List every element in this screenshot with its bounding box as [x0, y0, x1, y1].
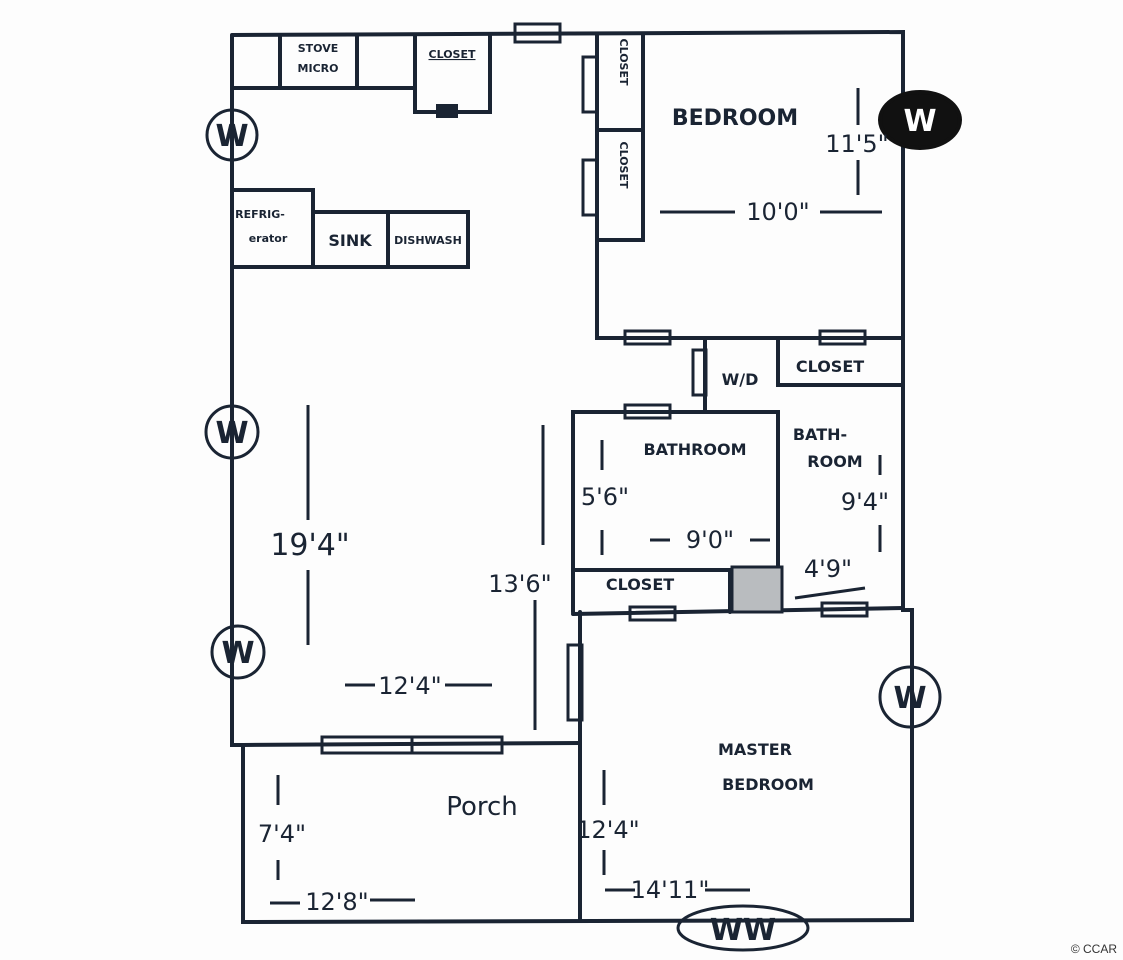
window-icon: W — [878, 665, 942, 729]
polyline-mark — [230, 29, 914, 925]
ellipse-mark — [878, 90, 962, 150]
polyline-mark — [595, 33, 905, 340]
rooms-wd-label: W/D — [722, 370, 759, 389]
rooms-master-2-label: BEDROOM — [722, 775, 814, 794]
top-window — [513, 22, 562, 44]
rooms-porch-label: Porch — [446, 792, 518, 822]
rooms-bedroom-closet-label: CLOSET — [617, 39, 630, 86]
dimensions-bath-h-label: 5'6" — [581, 483, 629, 511]
polyline-mark — [311, 210, 470, 269]
window-icon: W — [204, 404, 260, 460]
rooms-bath-closet-label: CLOSET — [606, 575, 674, 594]
shaded-area — [730, 565, 784, 614]
room-labels: STOVE MICRO CLOSET REFRIG- erator SINK D… — [235, 39, 864, 822]
circle-mark — [204, 404, 260, 460]
markers-window-label: W — [215, 416, 248, 451]
rooms-dishwash-label: DISHWASH — [394, 234, 462, 247]
markers-window-label: W — [221, 636, 254, 671]
rooms-bath-room-1-label: BATH- — [793, 425, 847, 444]
rect-mark — [691, 348, 708, 397]
rect-mark — [581, 158, 599, 217]
dimensions-living-w-label: 12'4" — [378, 672, 441, 700]
polyline-mark — [571, 568, 732, 614]
dimensions-bath2-h-label: 9'4" — [841, 488, 889, 516]
dimensions-bath-w-label: 9'0" — [686, 526, 734, 554]
markers-window-label: W — [893, 681, 926, 716]
polyline-mark — [595, 33, 645, 242]
line-mark — [794, 586, 866, 600]
polyline-mark — [230, 188, 315, 269]
window-icon: W — [205, 108, 259, 162]
markers-window-label: W — [903, 104, 936, 139]
rooms-kitchen-closet-label: CLOSET — [429, 48, 476, 61]
rooms-master-1-label: MASTER — [718, 740, 792, 759]
rooms-refrig-1-label: REFRIG- — [235, 208, 285, 221]
rooms-bath-room-2-label: ROOM — [807, 452, 862, 471]
markers-double-window-label: WW — [710, 913, 776, 948]
closet-door — [436, 104, 458, 118]
polyline-mark — [413, 33, 492, 114]
dimensions-master-w-label: 14'11" — [631, 876, 710, 904]
dimensions-porch-w-label: 12'8" — [305, 888, 368, 916]
rect-mark — [628, 605, 677, 622]
rooms-hall-closet-label: CLOSET — [796, 357, 864, 376]
rect-mark — [623, 329, 672, 346]
rooms-bathroom-label: BATHROOM — [643, 440, 746, 459]
dimension-arrows — [270, 88, 882, 905]
circle-mark — [878, 665, 942, 729]
copyright-notice: © CCAR — [1070, 942, 1117, 956]
window-icon: W — [878, 90, 962, 150]
rooms-stove-label: STOVE — [298, 42, 339, 55]
ellipse-mark — [676, 904, 810, 952]
rect-mark — [623, 403, 672, 420]
circle-mark — [205, 108, 259, 162]
dimensions-living-h2-label: 13'6" — [488, 570, 551, 598]
markers-window-label: W — [215, 119, 248, 154]
rooms-micro-label: MICRO — [298, 62, 339, 75]
rooms-bedroom-closet-label: CLOSET — [617, 142, 630, 189]
polyline-mark — [571, 410, 780, 614]
dimension-labels: 11'5" 10'0" 19'4" 12'4" 13'6" 5'6" 9'0" … — [258, 130, 889, 916]
rooms-sink-label: SINK — [328, 231, 372, 250]
rect-mark — [818, 329, 867, 346]
dimensions-bath2-w-label: 4'9" — [804, 555, 852, 583]
rect-mark — [566, 643, 584, 722]
walls — [230, 22, 914, 925]
rooms-refrig-2-label: erator — [249, 232, 288, 245]
polyline-mark — [776, 336, 905, 387]
dimensions-bedroom-h-label: 11'5" — [825, 130, 888, 158]
rooms-bedroom-label: BEDROOM — [672, 106, 798, 131]
dimensions-porch-h-label: 7'4" — [258, 820, 306, 848]
rect-mark — [581, 55, 599, 114]
window-markers: W W W W W WW — [204, 90, 962, 952]
dimensions-living-h-label: 19'4" — [270, 528, 349, 563]
circle-mark — [210, 624, 266, 680]
window-icon: W — [210, 624, 266, 680]
rect-mark — [820, 601, 869, 618]
dimensions-bedroom-w-label: 10'0" — [746, 198, 809, 226]
dimensions-master-h-label: 12'4" — [576, 816, 639, 844]
double-window-icon: WW — [676, 904, 810, 952]
